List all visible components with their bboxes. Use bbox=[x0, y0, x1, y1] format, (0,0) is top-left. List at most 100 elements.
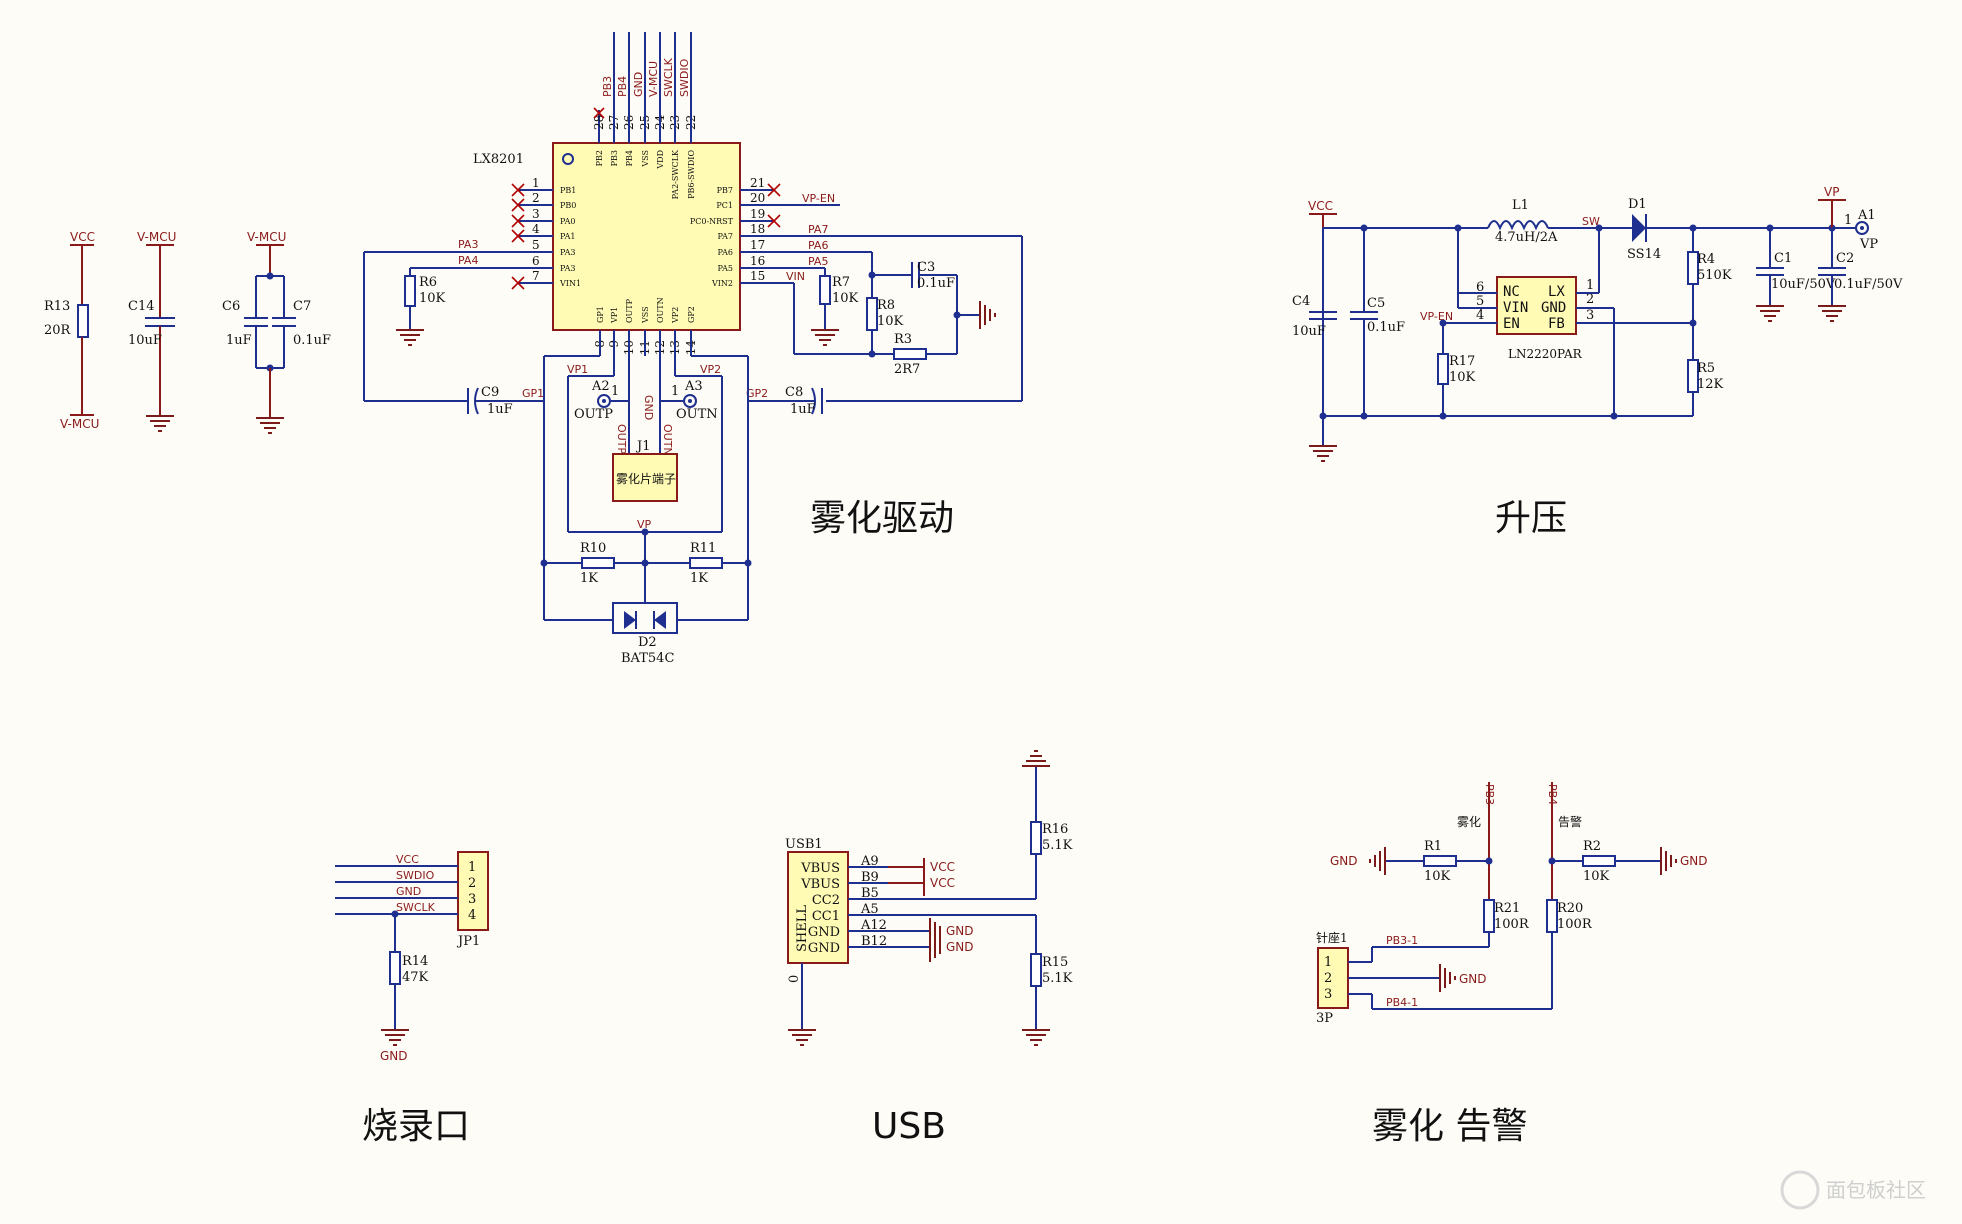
mcu-pin-num: 21 bbox=[750, 176, 765, 190]
r6-val: 10K bbox=[419, 291, 446, 306]
a3-net: OUTN bbox=[676, 407, 718, 422]
a3-pin: 1 bbox=[671, 384, 679, 399]
usb-pin-name: GND bbox=[808, 925, 840, 940]
r3-ref: R3 bbox=[894, 332, 912, 347]
c6-val: 1uF bbox=[226, 333, 252, 348]
mcu-pin-name: VSS bbox=[641, 306, 650, 324]
mcu-pin-num: 5 bbox=[532, 238, 540, 252]
usb-pin-name: VBUS bbox=[800, 861, 840, 876]
a2-net: OUTP bbox=[574, 407, 613, 422]
ln-pin-nc: NC bbox=[1503, 284, 1520, 300]
mcu-pin-name: PC1 bbox=[716, 201, 733, 210]
nc-marks bbox=[511, 183, 781, 290]
vmcu-label-c6c7: V-MCU bbox=[247, 230, 286, 244]
r1-val: 10K bbox=[1424, 869, 1451, 884]
c7-ref: C7 bbox=[293, 299, 311, 314]
c9-val: 1uF bbox=[487, 402, 513, 417]
mcu-pin-name: PA5 bbox=[717, 264, 733, 273]
r6-ref: R6 bbox=[419, 275, 437, 290]
mcu-pin-num: 18 bbox=[750, 222, 765, 236]
ln-num-1: 1 bbox=[1586, 278, 1594, 293]
c8-val: 1uF bbox=[790, 402, 816, 417]
usb-pin-name: GND bbox=[808, 941, 840, 956]
jp1-net-label: SWCLK bbox=[396, 901, 436, 914]
c8-ref: C8 bbox=[785, 385, 803, 400]
c7-val: 0.1uF bbox=[293, 333, 331, 348]
jp1-pin-num: 3 bbox=[468, 892, 476, 907]
r15-val: 5.1K bbox=[1042, 971, 1073, 986]
mcu-pin-name: PB1 bbox=[560, 186, 576, 195]
mcu-pin-name: GP1 bbox=[596, 306, 605, 323]
watermark: 面包板社区 bbox=[1780, 1170, 1926, 1210]
mcu-lx8201: LX8201 1PB12PB03PA04PA15PA36PA37VIN121PB… bbox=[473, 32, 781, 355]
usb-pin-num: B12 bbox=[861, 934, 887, 949]
net-gp2: GP2 bbox=[746, 387, 768, 400]
l1-val: 4.7uH/2A bbox=[1495, 230, 1558, 245]
a1-net: VP bbox=[1859, 237, 1878, 252]
usb1-shell-pin: 0 bbox=[787, 975, 802, 983]
a2-ref: A2 bbox=[591, 379, 610, 394]
usb-pin-name: VBUS bbox=[800, 877, 840, 892]
net-pa7: PA7 bbox=[808, 223, 828, 236]
usb-net-vcc-1: VCC bbox=[930, 860, 955, 874]
c2-val: 0.1uF/50V bbox=[1834, 277, 1903, 292]
usb-pin-num: B9 bbox=[861, 870, 879, 885]
r11-ref: R11 bbox=[690, 541, 716, 556]
r7-ref: R7 bbox=[832, 275, 850, 290]
mcu-pin-num: 19 bbox=[750, 207, 765, 221]
a2-pin: 1 bbox=[611, 384, 619, 399]
mcu-pin-name: PB6-SWDIO bbox=[687, 150, 696, 199]
mcu-pin-num: 16 bbox=[750, 254, 765, 268]
usb-pin-num: A9 bbox=[860, 854, 879, 869]
header-body bbox=[1317, 947, 1349, 1009]
r11-val: 1K bbox=[690, 571, 708, 586]
r20-val: 100R bbox=[1557, 917, 1593, 932]
d2-ref: D2 bbox=[638, 635, 657, 650]
usb-net-gnd-1: GND bbox=[946, 924, 974, 938]
net-pa4: PA4 bbox=[458, 254, 478, 267]
jp1-ref: JP1 bbox=[456, 934, 480, 949]
c3-val: 0.1uF bbox=[917, 276, 955, 291]
usb-pin-num: B5 bbox=[861, 886, 879, 901]
net-gp1: GP1 bbox=[522, 387, 544, 400]
r20-ref: R20 bbox=[1557, 901, 1583, 916]
mcu-pin-name: VDD bbox=[656, 150, 665, 170]
c4-val: 10uF bbox=[1292, 324, 1326, 339]
vcc-label-boost: VCC bbox=[1308, 199, 1333, 213]
c5-ref: C5 bbox=[1367, 296, 1385, 311]
c6-ref: C6 bbox=[222, 299, 240, 314]
mcu-pin-num: 3 bbox=[532, 207, 540, 221]
mcu-top-nets: PB3 PB4 GND V-MCU SWCLK SWDIO bbox=[593, 32, 692, 143]
mcu-pin-name: PB0 bbox=[560, 201, 576, 210]
mcu-pin-name: OUTN bbox=[656, 297, 665, 323]
jp1-net-label: GND bbox=[396, 885, 421, 898]
c2-ref: C2 bbox=[1836, 251, 1854, 266]
r16-ref: R16 bbox=[1042, 822, 1068, 837]
r14-ref: R14 bbox=[402, 954, 428, 969]
net-pa6: PA6 bbox=[808, 239, 828, 252]
mcu-pin-name: PB3 bbox=[610, 150, 619, 166]
net-vpen-boost: VP-EN bbox=[1420, 310, 1453, 323]
mcu-pin-num: 7 bbox=[532, 269, 540, 283]
c4-ref: C4 bbox=[1292, 294, 1310, 309]
usb1-shell: SHELL bbox=[795, 905, 810, 952]
usb-pin-num: A5 bbox=[860, 902, 879, 917]
mcu-pin-num: 4 bbox=[532, 222, 540, 236]
title-burn-port: 烧录口 bbox=[362, 1106, 470, 1147]
title-usb: USB bbox=[872, 1106, 946, 1147]
label-alarm: 告警 bbox=[1558, 814, 1582, 829]
net-vpen-mcu: VP-EN bbox=[802, 192, 835, 205]
net-pb3-alarm: PB3 bbox=[1483, 784, 1496, 805]
watermark-text: 面包板社区 bbox=[1826, 1178, 1926, 1202]
mcu-pin-num: 1 bbox=[532, 176, 540, 190]
net-pa3: PA3 bbox=[458, 238, 478, 251]
usb-net-gnd-2: GND bbox=[946, 940, 974, 954]
boost-section: VCC L1 4.7uH/2A SW D1 SS14 VP A1 1 VP C4 bbox=[1292, 185, 1903, 462]
jp1-pin-num: 2 bbox=[468, 876, 476, 891]
mcu-pin-name: VIN1 bbox=[559, 279, 581, 288]
mcu-pin-name: VP2 bbox=[671, 307, 680, 324]
r14-val: 47K bbox=[402, 970, 429, 985]
alarm-section: PB3 雾化 GND R1 10K R21 100R PB4 告警 GND R2… bbox=[1316, 782, 1708, 1026]
ln-pin-gnd: GND bbox=[1541, 300, 1566, 316]
